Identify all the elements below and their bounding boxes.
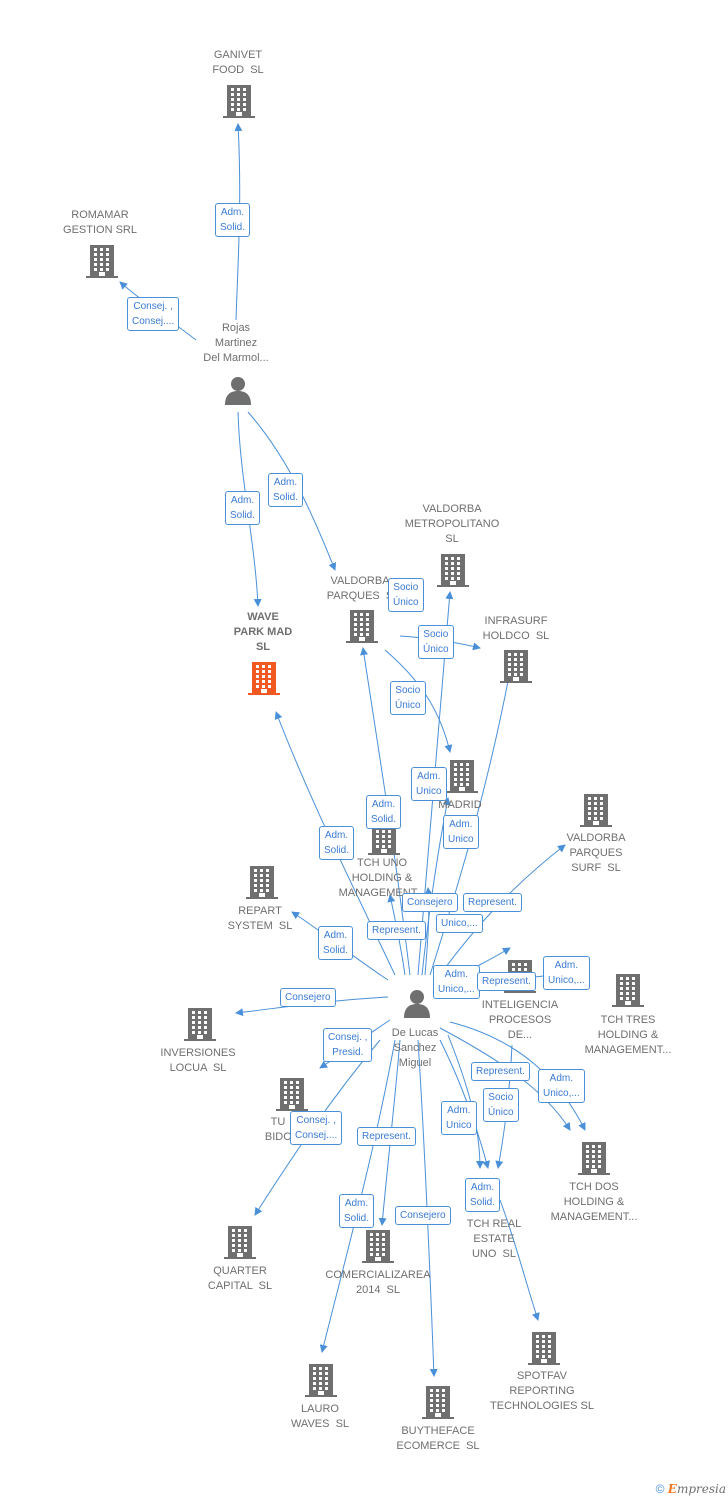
relation-label[interactable]: Adm. Solid. [215, 203, 251, 237]
company-repart-system[interactable]: REPART SYSTEM SL [210, 904, 310, 934]
building-icon-highlight[interactable] [248, 660, 280, 701]
company-quarter-capital[interactable]: QUARTER CAPITAL SL [190, 1264, 290, 1294]
building-icon[interactable] [184, 1006, 216, 1047]
company-tch-real-estate[interactable]: TCH REAL ESTATE UNO SL [444, 1217, 544, 1262]
company-valdorba-parques-surf[interactable]: VALDORBA PARQUES SURF SL [546, 831, 646, 876]
relation-label[interactable]: Consej. , Consej.... [127, 297, 180, 331]
building-icon[interactable] [446, 758, 478, 799]
building-icon[interactable] [578, 1140, 610, 1181]
company-label: ROMAMAR GESTION SRL [63, 209, 137, 236]
relation-label[interactable]: Adm. Unico [443, 815, 479, 849]
company-label: SPOTFAV REPORTING TECHNOLOGIES SL [490, 1370, 594, 1412]
company-label: VALDORBA PARQUES SURF SL [566, 832, 626, 874]
company-tch-tres-holding[interactable]: TCH TRES HOLDING & MANAGEMENT... [568, 1013, 688, 1058]
relation-label[interactable]: Adm. Unico [441, 1101, 477, 1135]
person-rojas-martinez[interactable]: Rojas Martinez Del Marmol... [186, 321, 286, 366]
edge-delucas-tch-dos-2 [449, 1021, 586, 1131]
relation-label[interactable]: Socio Único [390, 681, 426, 715]
company-label: COMERCIALIZAREA 2014 SL [325, 1269, 431, 1296]
company-label: TU BIDC [264, 1116, 292, 1143]
building-icon[interactable] [346, 608, 378, 649]
relation-label[interactable]: Adm. Solid. [339, 1194, 375, 1228]
copyright-symbol: © [655, 1482, 665, 1496]
company-valdorba-metropolitano[interactable]: VALDORBA METROPOLITANO SL [392, 502, 512, 547]
building-icon[interactable] [305, 1362, 337, 1403]
company-spotfav-reporting[interactable]: SPOTFAV REPORTING TECHNOLOGIES SL [482, 1369, 602, 1414]
relation-label[interactable]: Adm. Solid. [268, 473, 304, 507]
relation-label[interactable]: Consejero [280, 988, 336, 1007]
relation-label[interactable]: Adm. Solid. [318, 926, 354, 960]
relation-label[interactable]: Unico,... [436, 914, 483, 933]
person-label: De Lucas Sanchez Miguel [391, 1027, 439, 1069]
relation-label[interactable]: Socio Único [483, 1088, 519, 1122]
relation-label[interactable]: Consejero [395, 1206, 451, 1225]
company-infrasurf-holdco[interactable]: INFRASURF HOLDCO SL [466, 614, 566, 644]
person-icon[interactable] [402, 988, 432, 1023]
company-tu-bidco[interactable]: TU BIDC [248, 1115, 308, 1145]
building-icon[interactable] [86, 243, 118, 284]
relation-label[interactable]: Adm. Unico,... [433, 965, 480, 999]
relation-label[interactable]: Socio Único [388, 578, 424, 612]
company-inversiones-locua[interactable]: INVERSIONES LOCUA SL [148, 1046, 248, 1076]
copyright-footer: © Empresia [656, 1482, 726, 1496]
company-inteligencia-procesos[interactable]: INTELIGENCIA PROCESOS DE... [470, 998, 570, 1043]
company-label: TCH DOS HOLDING & MANAGEMENT... [550, 1181, 638, 1223]
company-ganivet-food[interactable]: GANIVET FOOD SL [188, 48, 288, 78]
company-label: GANIVET FOOD SL [212, 49, 264, 76]
company-tch-dos-holding[interactable]: TCH DOS HOLDING & MANAGEMENT... [534, 1180, 654, 1225]
building-icon[interactable] [500, 648, 532, 689]
relation-label[interactable]: Adm. Solid. [225, 491, 261, 525]
relation-label[interactable]: Adm. Solid. [465, 1178, 501, 1212]
person-label: Rojas Martinez Del Marmol... [203, 322, 269, 364]
edge-delucas-madrid [421, 797, 451, 976]
relation-label[interactable]: Represent. [357, 1127, 416, 1146]
relation-label[interactable]: Adm. Unico [411, 767, 447, 801]
building-icon[interactable] [437, 552, 469, 593]
company-label: QUARTER CAPITAL SL [207, 1265, 273, 1292]
company-label: INTELIGENCIA PROCESOS DE... [481, 999, 559, 1041]
edge-tch-real-spotfav [499, 1199, 540, 1321]
building-icon[interactable] [246, 864, 278, 905]
relation-label[interactable]: Represent. [471, 1062, 530, 1081]
building-icon[interactable] [528, 1330, 560, 1371]
empresia-logo: Empresia [667, 1482, 726, 1496]
company-buytheface-ecomerce[interactable]: BUYTHEFACE ECOMERCE SL [380, 1424, 496, 1454]
company-comercializarea[interactable]: COMERCIALIZAREA 2014 SL [316, 1268, 440, 1298]
company-label: INVERSIONES LOCUA SL [160, 1047, 236, 1074]
building-icon[interactable] [223, 83, 255, 124]
building-icon[interactable] [276, 1076, 308, 1117]
company-label: TCH REAL ESTATE UNO SL [466, 1218, 522, 1260]
relation-label[interactable]: Consej. , Presid. [323, 1028, 373, 1062]
edge-valdorba-parques-madrid [384, 649, 453, 753]
company-lauro-waves[interactable]: LAURO WAVES SL [270, 1402, 370, 1432]
person-de-lucas-sanchez[interactable]: De Lucas Sanchez Miguel [370, 1026, 460, 1071]
building-icon[interactable] [422, 1384, 454, 1425]
relation-label[interactable]: Consej. , Consej.... [290, 1111, 343, 1145]
company-label: REPART SYSTEM SL [227, 905, 293, 932]
building-icon[interactable] [612, 972, 644, 1013]
building-icon[interactable] [580, 792, 612, 833]
company-label: TCH TRES HOLDING & MANAGEMENT... [584, 1014, 672, 1056]
company-label: VALDORBA METROPOLITANO SL [404, 503, 500, 545]
company-label: WAVE PARK MAD SL [233, 611, 293, 653]
company-label: BUYTHEFACE ECOMERCE SL [396, 1425, 480, 1452]
relation-label[interactable]: Socio Único [418, 625, 454, 659]
relation-label[interactable]: Adm. Unico,... [543, 956, 590, 990]
building-icon[interactable] [224, 1224, 256, 1265]
relation-label[interactable]: Represent. [477, 972, 536, 991]
relation-label[interactable]: Adm. Solid. [366, 795, 402, 829]
relation-label[interactable]: Adm. Solid. [319, 826, 355, 860]
relation-label[interactable]: Represent. [367, 921, 426, 940]
relation-label[interactable]: Adm. Unico,... [538, 1069, 585, 1103]
company-label: INFRASURF HOLDCO SL [482, 615, 550, 642]
building-icon[interactable] [362, 1228, 394, 1269]
company-label: LAURO WAVES SL [290, 1403, 350, 1430]
company-wave-park-mad[interactable]: WAVE PARK MAD SL [213, 610, 313, 655]
person-icon[interactable] [223, 375, 253, 410]
company-romamar-gestion[interactable]: ROMAMAR GESTION SRL [50, 208, 150, 238]
relation-label[interactable]: Represent. [463, 893, 522, 912]
relation-label[interactable]: Consejero [402, 893, 458, 912]
